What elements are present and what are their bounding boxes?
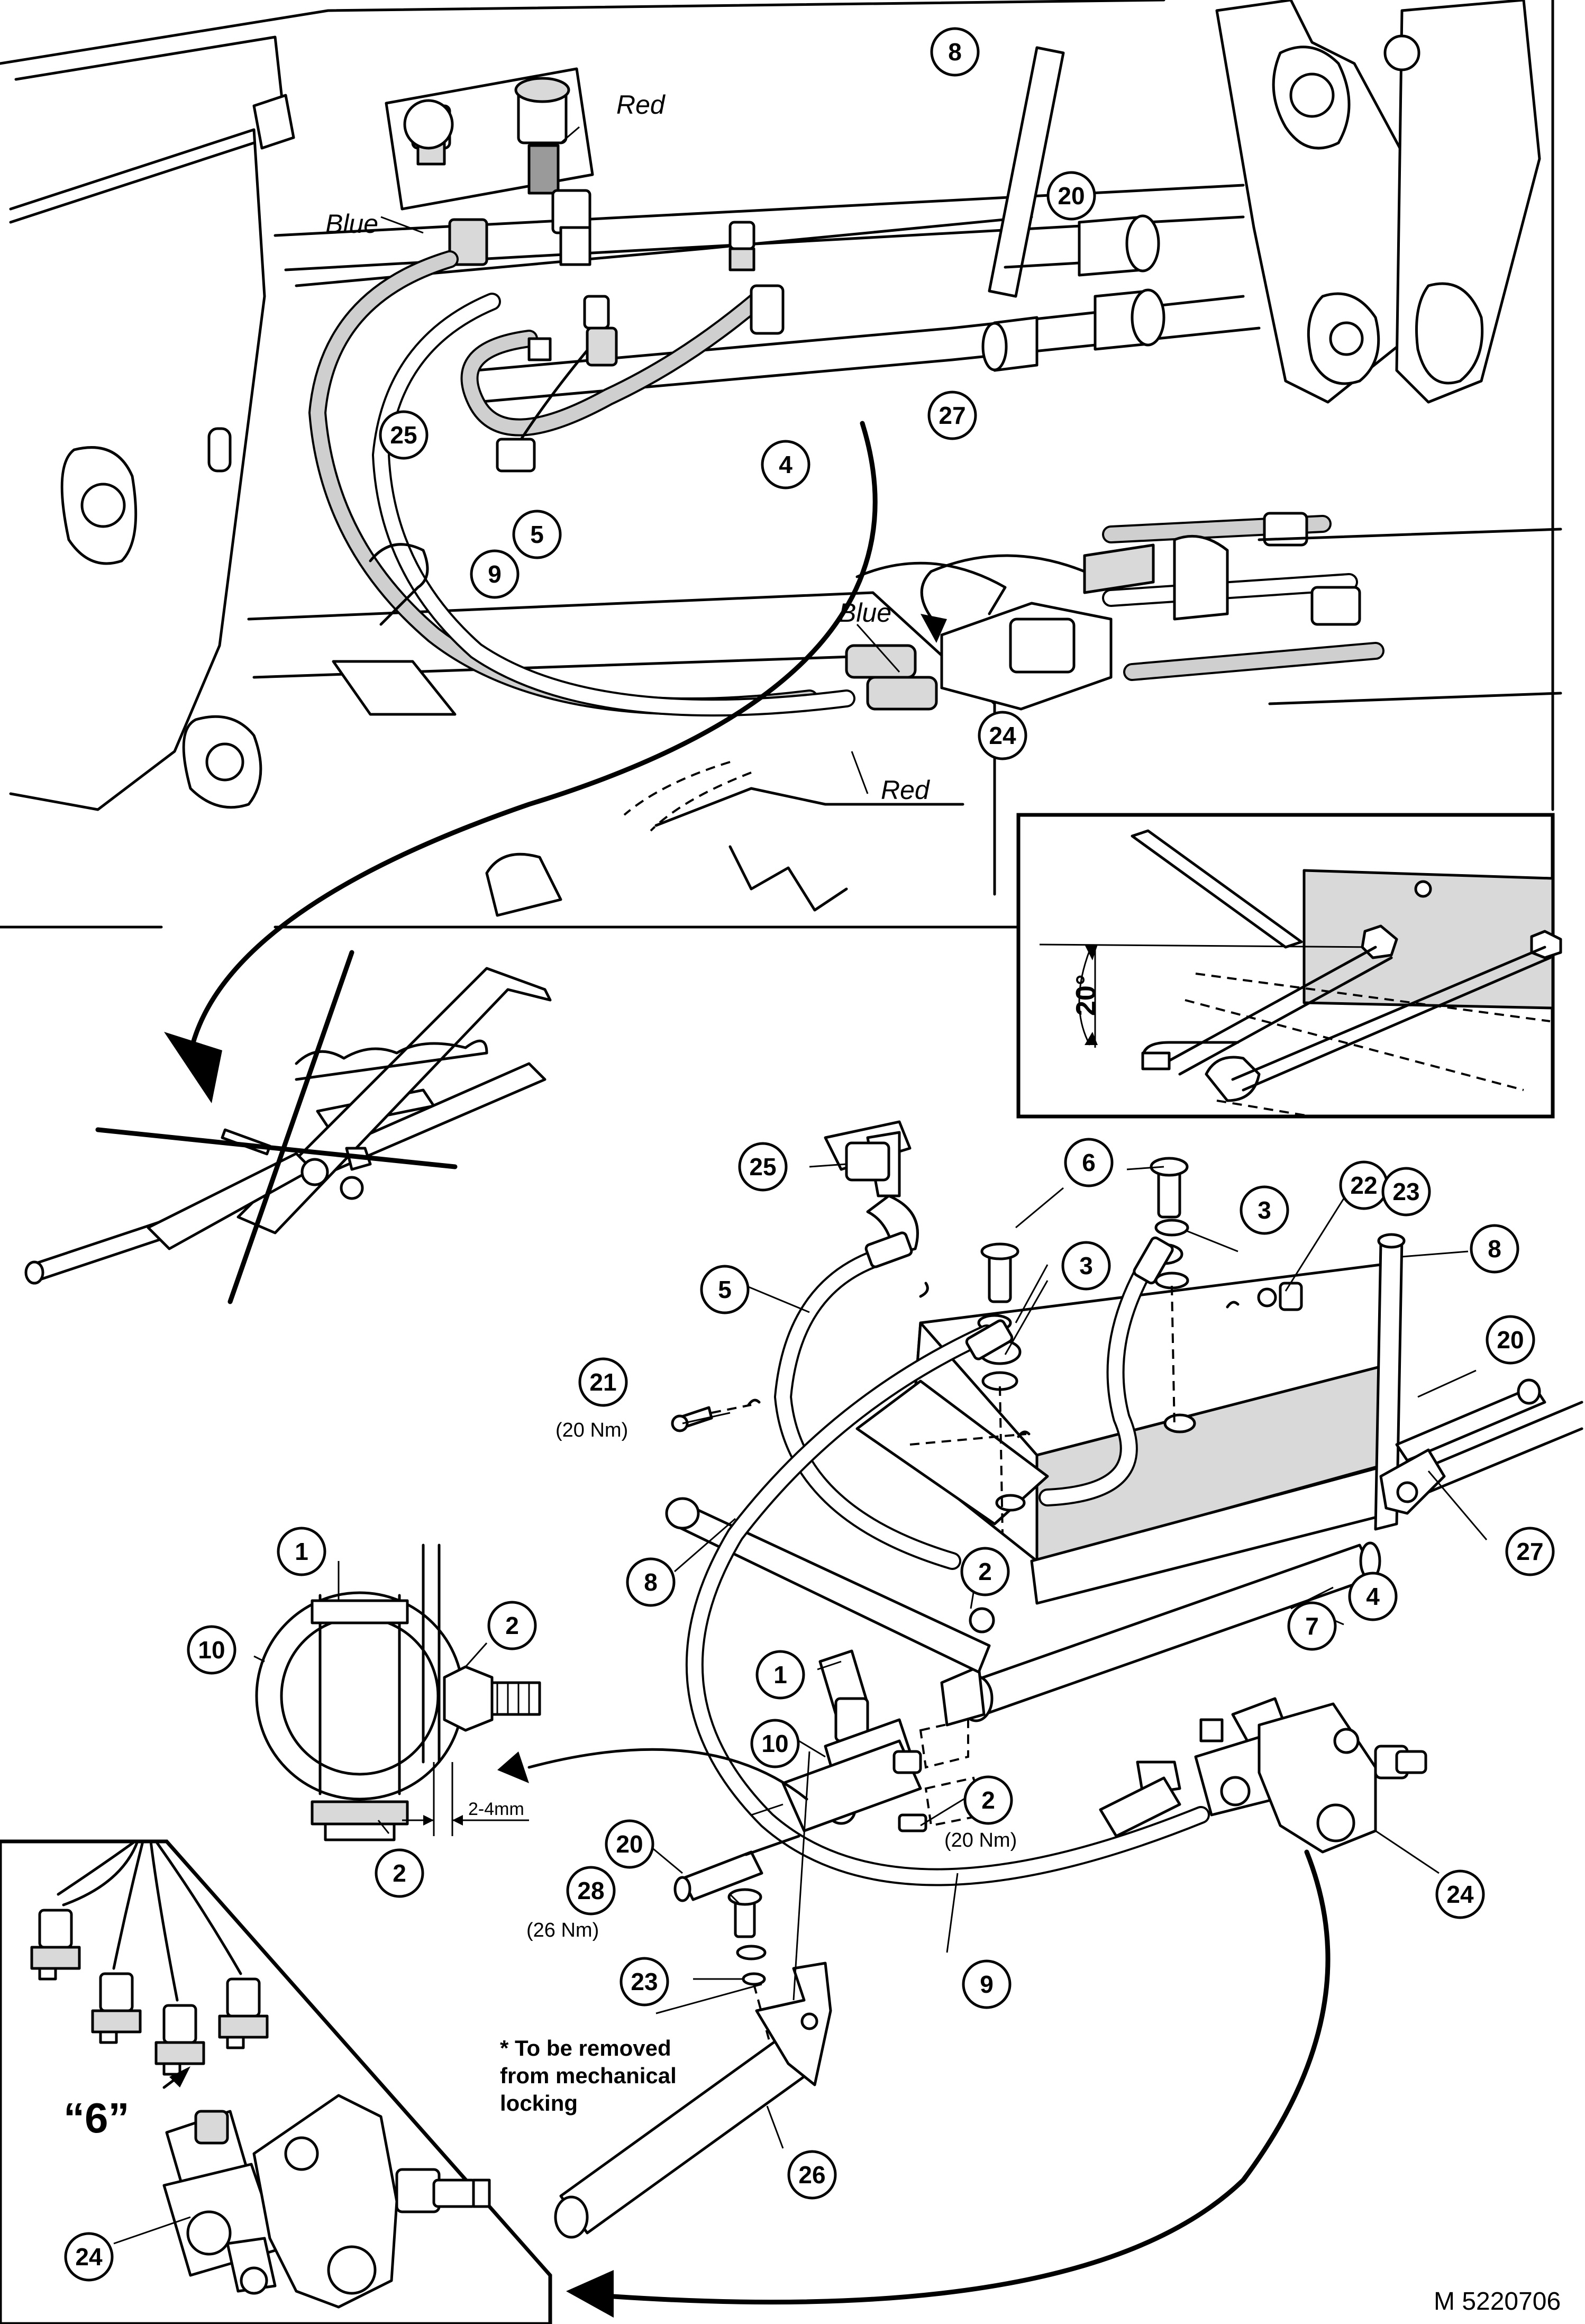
connector-3 — [154, 2004, 205, 2076]
label-blue-top: Blue — [325, 209, 378, 239]
angle-inset: 20° — [1016, 813, 1562, 1119]
torque-2-label: (20 Nm) — [944, 1829, 1017, 1851]
callout-2-upper: 2 — [978, 1558, 992, 1585]
callout-28: 28 — [577, 1877, 604, 1904]
label-blue-mid: Blue — [839, 598, 891, 628]
callout-7: 7 — [1305, 1612, 1319, 1640]
removal-note-line-2: from mechanical — [500, 2063, 677, 2088]
callout-8: 8 — [948, 38, 962, 66]
callout-6: 6 — [1082, 1149, 1096, 1176]
callout-2-detail-upper: 2 — [505, 1612, 519, 1639]
callout-20: 20 — [1058, 182, 1085, 210]
callout-24-exploded: 24 — [1446, 1881, 1474, 1908]
callout-9-exploded: 9 — [980, 1971, 994, 1998]
callout-25: 25 — [390, 421, 417, 449]
callout-24: 24 — [989, 722, 1016, 749]
callout-9: 9 — [488, 560, 502, 588]
connector-4 — [218, 1977, 269, 2049]
arrow-to-pin-detail — [497, 1751, 529, 1783]
removal-note-line-1: * To be removed — [500, 2036, 671, 2060]
callout-10-exploded: 10 — [761, 1730, 788, 1757]
removed-spring-linkage — [24, 950, 552, 1304]
top-callouts: 8 20 25 4 27 5 9 24 — [379, 27, 1096, 760]
callout-22: 22 — [1350, 1172, 1377, 1199]
callout-4-exploded: 4 — [1366, 1583, 1380, 1610]
callout-8-right: 8 — [1488, 1235, 1501, 1263]
gap-dimension-label: 2-4mm — [468, 1799, 524, 1819]
callout-23: 23 — [1392, 1178, 1419, 1205]
callout-27: 27 — [939, 402, 965, 429]
callout-1-detail: 1 — [295, 1538, 308, 1565]
callout-2-lower: 2 — [981, 1786, 995, 1814]
callout-20-right: 20 — [1497, 1326, 1524, 1354]
arrow-to-solenoid-detail — [566, 2270, 614, 2318]
callout-1-exploded: 1 — [773, 1661, 787, 1688]
arrow-head-to-removed-part — [164, 1032, 222, 1103]
label-red-mid: Red — [881, 775, 931, 805]
exploded-callouts: 25 6 3 3 22 23 8 5 21 20 27 8 2 4 7 1 10… — [566, 1138, 1555, 2200]
callout-27-exploded: 27 — [1516, 1538, 1543, 1565]
callout-24-inset: 24 — [75, 2243, 103, 2271]
callout-25-exploded: 25 — [749, 1153, 776, 1181]
callout-5-exploded: 5 — [718, 1276, 732, 1303]
callout-26: 26 — [798, 2161, 825, 2189]
drawing-reference-code: M 5220706 — [1434, 2287, 1561, 2316]
callout-3-right: 3 — [1258, 1196, 1271, 1224]
torque-21-label: (20 Nm) — [555, 1419, 628, 1441]
six-label: “6” — [63, 2094, 130, 2141]
exploded-view — [497, 1120, 1583, 2318]
connector-1 — [30, 1909, 81, 1981]
torque-28-label: (26 Nm) — [526, 1919, 599, 1941]
label-red-top: Red — [616, 90, 666, 120]
callout-23-lower: 23 — [631, 1968, 658, 1995]
callout-10-detail: 10 — [198, 1636, 225, 1664]
callout-2-detail-lower: 2 — [393, 1859, 406, 1887]
callout-21: 21 — [589, 1368, 616, 1396]
connector-2 — [91, 1972, 142, 2044]
top-installed-view: Red Blue Blue Red — [0, 0, 1562, 1103]
solenoid-connector-inset: “6” 24 — [0, 1839, 552, 2324]
callout-4: 4 — [779, 451, 792, 478]
callout-3-left: 3 — [1079, 1252, 1093, 1279]
callout-8-left: 8 — [644, 1568, 658, 1596]
callout-20-lower: 20 — [616, 1830, 643, 1858]
callout-5: 5 — [530, 521, 544, 548]
pin-clearance-detail: 2-4mm 1 10 2 2 — [187, 1527, 541, 1898]
angle-20-label: 20° — [1071, 974, 1101, 1016]
removal-note-line-3: locking — [500, 2091, 578, 2116]
